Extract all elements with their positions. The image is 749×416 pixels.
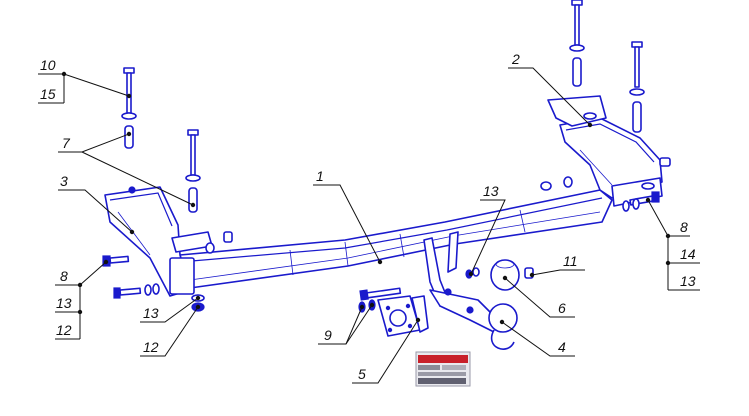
right-side-bracket — [547, 95, 663, 207]
callout-4: 4 — [558, 339, 566, 355]
callout-10: 10 — [40, 57, 56, 73]
left-side-bracket — [104, 186, 213, 297]
bolt-m10-left-lower — [113, 283, 160, 299]
vertical-bolt-right-mid — [629, 41, 645, 133]
tow-ball-mount — [423, 231, 518, 350]
fasteners — [102, 157, 671, 313]
bolt-8-right — [622, 191, 660, 212]
callout-15: 15 — [40, 86, 56, 102]
socket-plate — [377, 295, 429, 337]
callout-14: 14 — [680, 246, 696, 262]
callout-2: 2 — [511, 51, 520, 67]
callout-1: 1 — [316, 168, 324, 184]
callout-13-right: 13 — [680, 273, 696, 289]
vertical-bolt-left-top — [121, 67, 137, 149]
bolt-9 — [359, 287, 402, 301]
callout-12-left-stack: 12 — [56, 322, 72, 338]
callout-6: 6 — [558, 300, 566, 316]
callout-3: 3 — [60, 173, 68, 189]
callout-11: 11 — [563, 253, 578, 269]
vertical-bolt-right-top — [569, 0, 585, 87]
callout-13-center: 13 — [483, 183, 499, 199]
product-label-plate — [415, 351, 471, 387]
callout-8-right: 8 — [680, 219, 688, 235]
crossbar-beam — [179, 189, 613, 289]
callout-5: 5 — [358, 366, 366, 382]
leader-lines — [38, 67, 700, 384]
callout-labels: 1 2 3 4 5 6 7 8 13 12 8 14 13 9 10 15 11… — [40, 51, 696, 382]
callout-12-bottom: 12 — [143, 339, 159, 355]
callout-13-left-stack: 13 — [56, 295, 72, 311]
callout-13-left-mid: 13 — [143, 305, 159, 321]
callout-8-left: 8 — [60, 268, 68, 284]
callout-7: 7 — [62, 135, 71, 151]
callout-9: 9 — [324, 327, 332, 343]
vertical-bolt-left-mid — [185, 129, 201, 213]
tow-ball-cap — [490, 259, 520, 291]
